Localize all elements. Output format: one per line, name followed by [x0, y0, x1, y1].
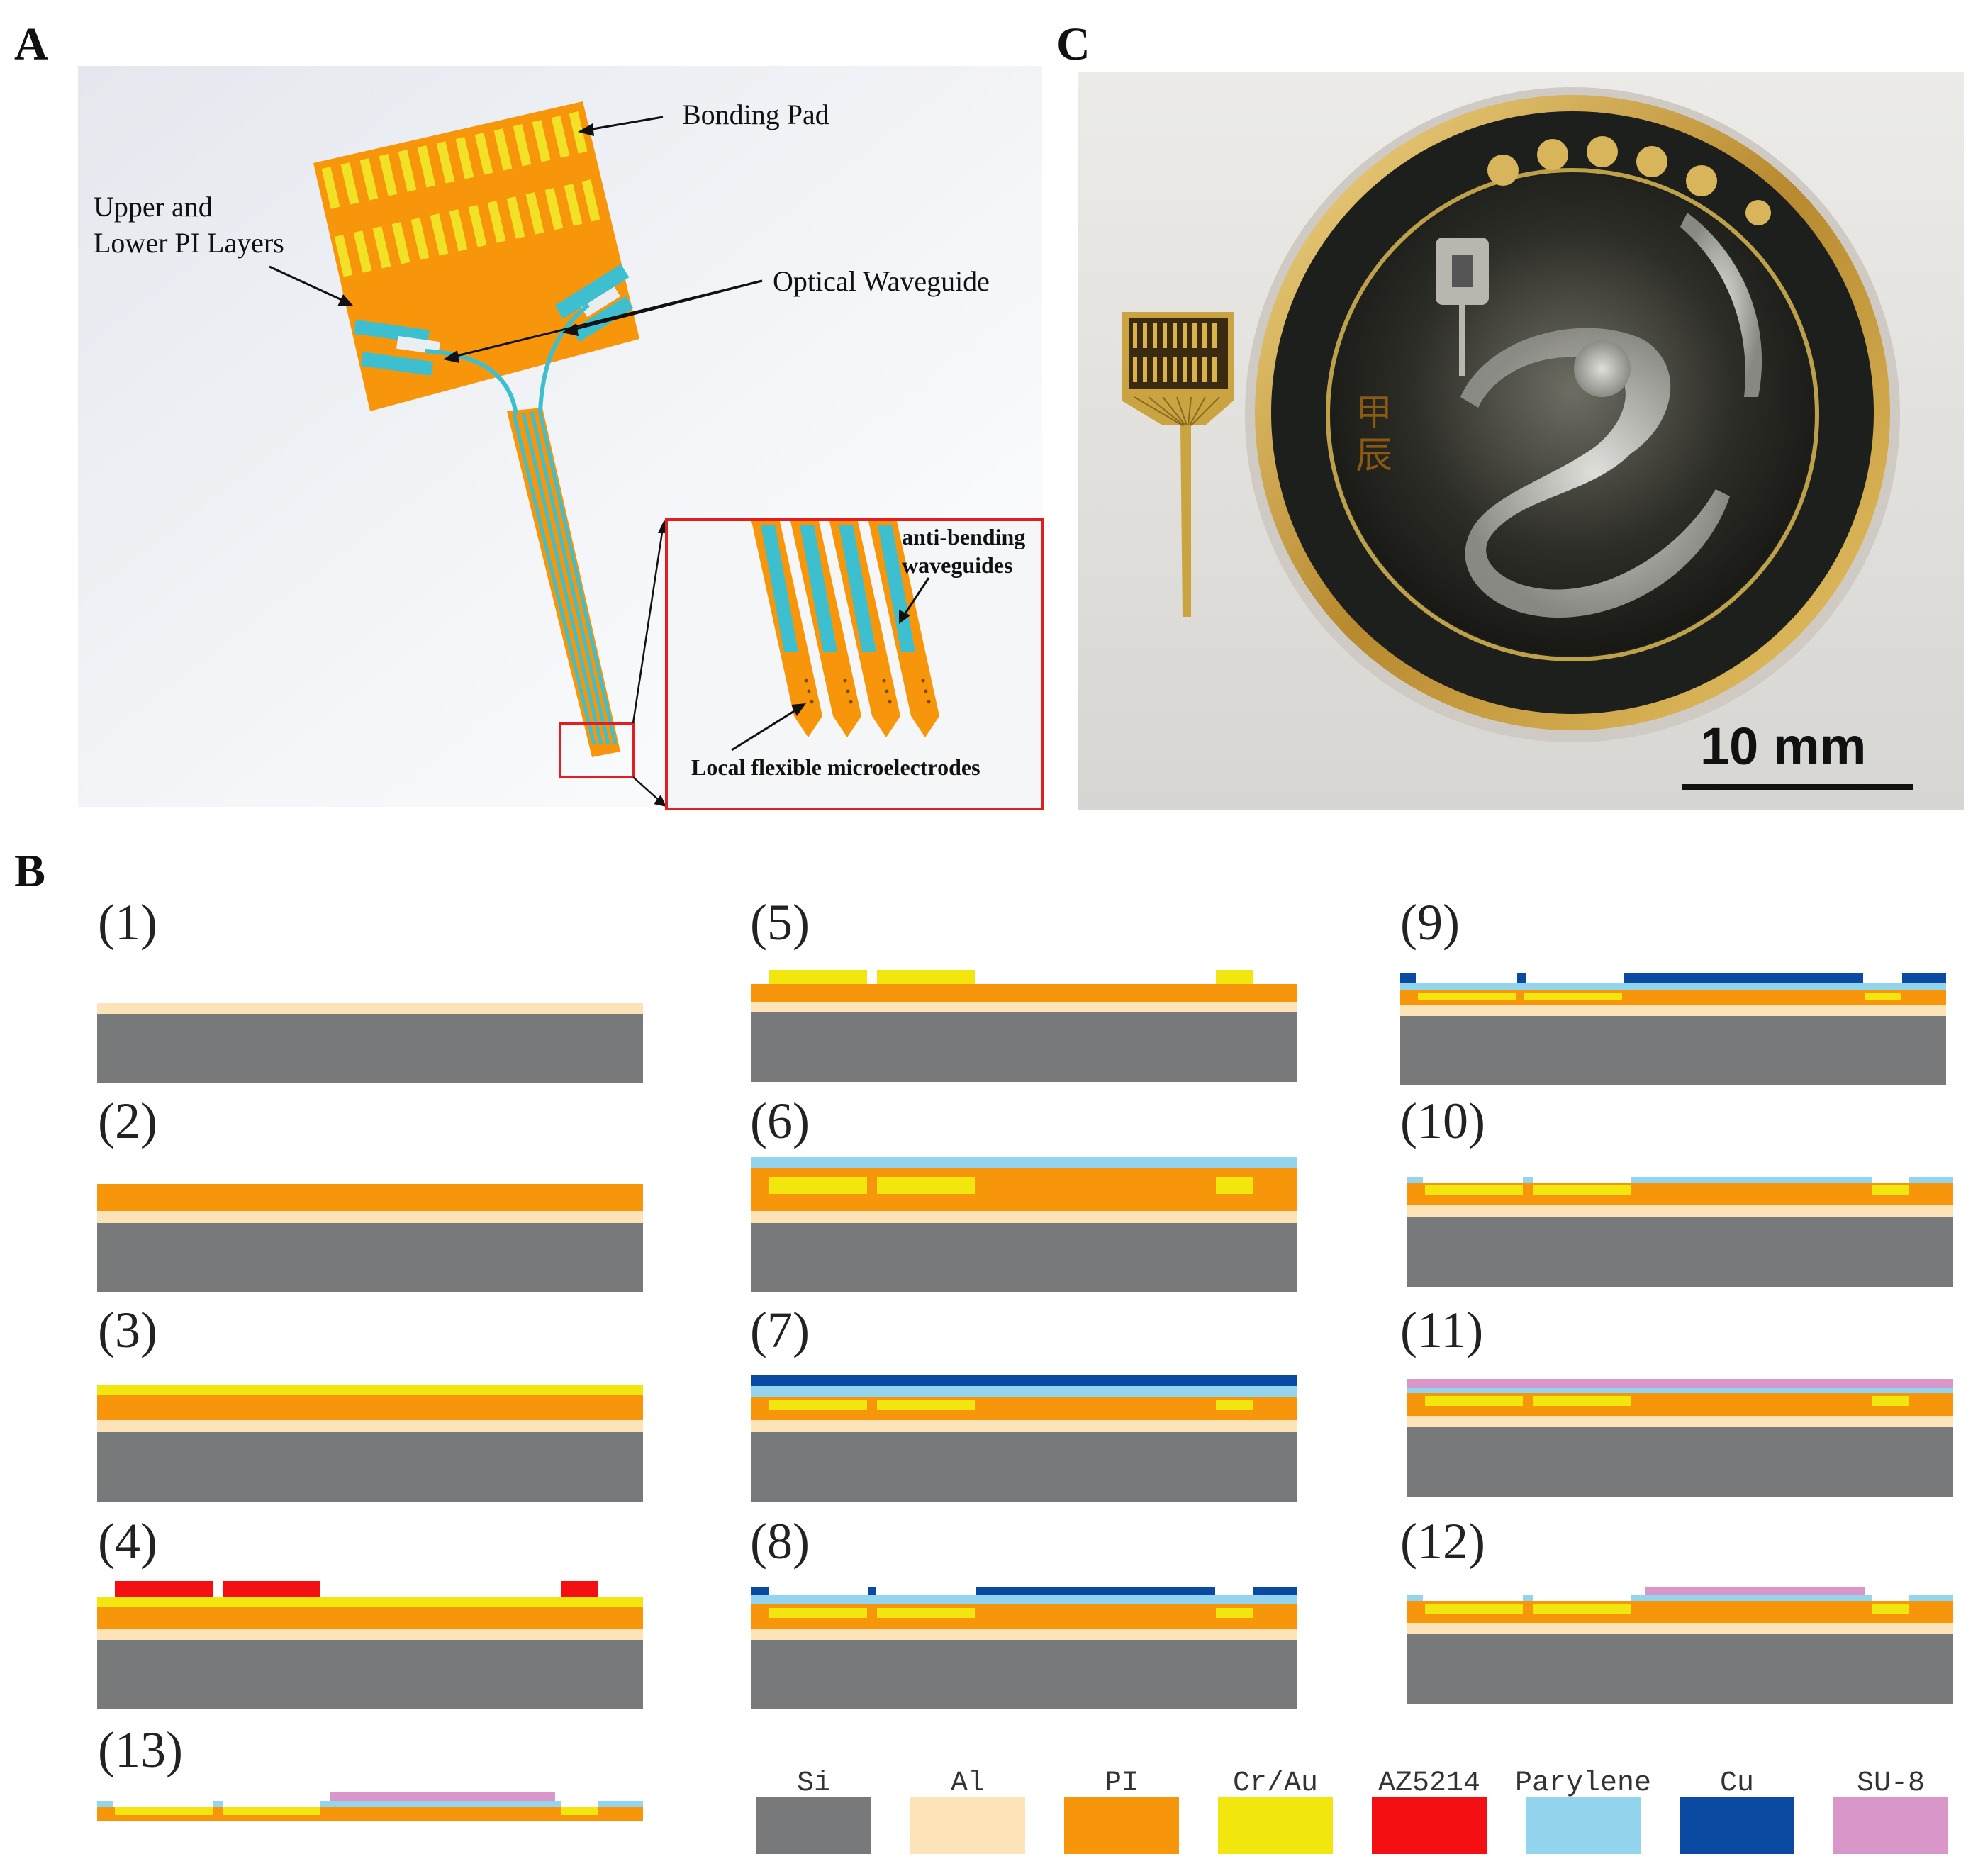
legend-swatch-1	[910, 1797, 1025, 1854]
step-label-13: (13)	[98, 1721, 183, 1778]
label-optical-waveguide: Optical Waveguide	[773, 265, 990, 297]
panel-c-letter: C	[1056, 18, 1090, 70]
zoom-line-top	[632, 527, 664, 724]
legend-swatch-0	[756, 1797, 871, 1854]
inset-shank-4	[868, 521, 939, 737]
step-label-12: (12)	[1400, 1513, 1485, 1570]
step-label-8: (8)	[750, 1513, 810, 1570]
pad-stripes-row2	[334, 179, 600, 277]
coin-lantern	[1436, 238, 1489, 376]
zoom-arrow-bottom	[654, 795, 666, 807]
zoom-line-bottom	[632, 776, 661, 803]
pad-stripes-row1	[321, 111, 588, 209]
panel-b-letter: B	[14, 845, 45, 897]
label-pi-layers-line1: Upper and	[94, 191, 213, 223]
inset-shank-1	[751, 521, 822, 737]
step-label-4: (4)	[98, 1513, 157, 1570]
legend-label-1: Al	[951, 1768, 985, 1799]
step-11-stack	[1407, 1379, 1953, 1497]
annotation-bonding-pad: Bonding Pad	[578, 99, 829, 136]
step-label-2: (2)	[98, 1093, 157, 1149]
materials-legend: Si Al PI Cr/Au AZ5214 Parylene Cu SU-8	[756, 1768, 1948, 1854]
inset-shank-3	[829, 521, 900, 737]
label-anti-bending-line2: waveguides	[902, 552, 1012, 578]
legend-label-4: AZ5214	[1378, 1768, 1480, 1799]
dragon-motif	[1460, 213, 1762, 618]
step-label-7: (7)	[750, 1302, 810, 1358]
coin-photo: 甲 辰	[1245, 87, 1900, 742]
label-bonding-pad: Bonding Pad	[682, 99, 829, 130]
step-label-9: (9)	[1400, 894, 1460, 951]
annotation-optical-waveguide: Optical Waveguide	[443, 265, 990, 363]
optical-waveguide-curves	[425, 303, 590, 415]
label-anti-bending-line1: anti-bending	[902, 524, 1025, 549]
step-12-stack	[1407, 1587, 1953, 1704]
step-4-stack	[97, 1581, 643, 1709]
legend-label-0: Si	[797, 1768, 831, 1799]
coin-character-2: 辰	[1356, 435, 1392, 477]
step-label-5: (5)	[750, 894, 810, 951]
step-3-stack	[97, 1385, 643, 1502]
step-2-stack	[97, 1184, 643, 1292]
legend-label-5: Parylene	[1515, 1768, 1651, 1799]
step-1-stack	[97, 1003, 643, 1083]
step-label-11: (11)	[1400, 1302, 1483, 1358]
step-label-1: (1)	[98, 894, 157, 951]
legend-swatch-6	[1680, 1797, 1794, 1854]
shank-waveguides	[512, 410, 618, 745]
scale-bar-label: 10 mm	[1700, 717, 1866, 776]
coin-character-1: 甲	[1356, 392, 1392, 435]
probe-photo	[1122, 312, 1234, 617]
legend-swatch-2	[1064, 1797, 1179, 1854]
legend-swatch-4	[1372, 1797, 1487, 1854]
coin-rim-clouds	[1487, 136, 1771, 225]
annotation-pi-layers: Upper and Lower PI Layers	[94, 191, 353, 306]
legend-label-7: SU-8	[1857, 1768, 1925, 1799]
label-local-microelectrodes: Local flexible microelectrodes	[691, 754, 980, 780]
scale-bar	[1682, 784, 1913, 790]
step-label-3: (3)	[98, 1302, 157, 1358]
panel-a: A	[14, 18, 1044, 810]
panel-c: C	[1056, 18, 1964, 810]
step-label-6: (6)	[750, 1093, 810, 1149]
legend-label-2: PI	[1105, 1768, 1139, 1799]
step-5-stack	[751, 970, 1297, 1082]
step-9-stack	[1400, 973, 1946, 1085]
step-10-stack	[1407, 1177, 1953, 1287]
panel-a-letter: A	[14, 18, 48, 70]
inset-shank-2	[790, 521, 861, 737]
inset-electrode-dots	[804, 679, 931, 704]
legend-swatch-7	[1833, 1797, 1948, 1854]
legend-label-3: Cr/Au	[1233, 1768, 1318, 1799]
tip-highlight-box	[559, 722, 635, 778]
zoom-inset: anti-bending waveguides Local flexible m…	[665, 518, 1044, 810]
step-8-stack	[751, 1587, 1297, 1709]
panel-b: B (1) (2) (3) (4) (5) (6) (7) (8) (9) (1…	[14, 845, 1953, 1854]
step-label-10: (10)	[1400, 1093, 1485, 1149]
legend-label-6: Cu	[1720, 1768, 1754, 1799]
label-pi-layers-line2: Lower PI Layers	[94, 227, 284, 259]
step-13-stack	[97, 1792, 643, 1821]
step-7-stack	[751, 1375, 1297, 1502]
step-6-stack	[751, 1157, 1297, 1292]
legend-swatch-3	[1218, 1797, 1333, 1854]
legend-swatch-5	[1526, 1797, 1641, 1854]
